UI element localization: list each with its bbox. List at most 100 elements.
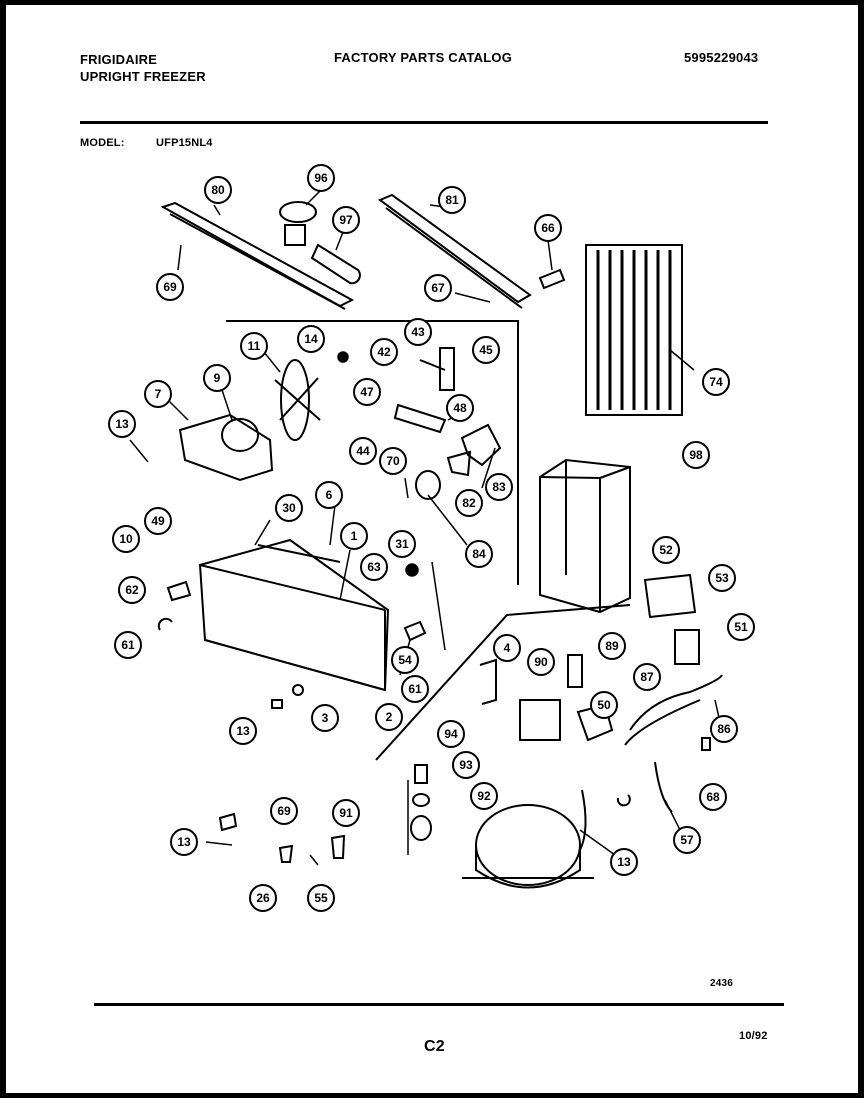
bracket-and-fan-shroud <box>393 347 502 500</box>
svg-text:47: 47 <box>360 385 374 399</box>
callout-50: 2 <box>375 703 403 731</box>
callout-66: 66 <box>534 214 562 242</box>
svg-text:74: 74 <box>709 375 723 389</box>
svg-text:50: 50 <box>597 698 611 712</box>
svg-text:67: 67 <box>431 281 445 295</box>
svg-text:86: 86 <box>717 722 731 736</box>
brand-name: FRIGIDAIRE <box>80 52 158 67</box>
svg-text:42: 42 <box>377 345 391 359</box>
svg-text:66: 66 <box>541 221 555 235</box>
callout-69-top: 69 <box>156 273 184 301</box>
control-box <box>643 573 700 665</box>
svg-text:62: 62 <box>125 583 139 597</box>
svg-text:97: 97 <box>339 213 353 227</box>
svg-text:98: 98 <box>689 448 703 462</box>
model-label: MODEL: <box>80 137 125 149</box>
callout-58: 69 <box>270 797 298 825</box>
svg-text:70: 70 <box>386 454 400 468</box>
callout-53: 53 <box>708 564 736 592</box>
svg-text:80: 80 <box>211 183 225 197</box>
callout-81: 81 <box>438 186 466 214</box>
print-date: 10/92 <box>739 1030 768 1042</box>
svg-text:82: 82 <box>462 496 476 510</box>
svg-text:83: 83 <box>492 480 506 494</box>
callout-94: 86 <box>710 715 738 743</box>
svg-text:89: 89 <box>605 639 619 653</box>
svg-text:68: 68 <box>706 790 720 804</box>
callout-1: 1 <box>340 522 368 550</box>
svg-text:45: 45 <box>479 343 493 357</box>
callout-63: 63 <box>360 553 388 581</box>
svg-text:44: 44 <box>356 444 370 458</box>
svg-text:13: 13 <box>617 855 631 869</box>
svg-text:51: 51 <box>734 620 748 634</box>
callout-97: 97 <box>332 206 360 234</box>
svg-text:61: 61 <box>408 682 422 696</box>
header-rule <box>80 121 768 124</box>
callout-93: 94 <box>437 720 465 748</box>
svg-text:55: 55 <box>314 891 328 905</box>
catalog-title: FACTORY PARTS CATALOG <box>334 50 513 65</box>
svg-text:2: 2 <box>386 710 393 724</box>
svg-text:14: 14 <box>304 332 318 346</box>
svg-text:53: 53 <box>715 571 729 585</box>
callout-83: 83 <box>485 473 513 501</box>
callout-96: 96 <box>307 164 335 192</box>
fan-assembly <box>129 351 349 482</box>
callout-80: 80 <box>204 176 232 204</box>
callout-55: 26 <box>249 884 277 912</box>
callout-7: 7 <box>144 380 172 408</box>
callout-13-b: 87 <box>633 663 661 691</box>
callout-87: 90 <box>527 648 555 676</box>
callout-31: 31 <box>388 530 416 558</box>
svg-text:92: 92 <box>477 789 491 803</box>
svg-text:57: 57 <box>680 833 694 847</box>
callout-84: 84 <box>465 540 493 568</box>
callout-90: 89 <box>598 632 626 660</box>
svg-text:54: 54 <box>398 653 412 667</box>
condenser-unit <box>157 538 446 709</box>
svg-text:10: 10 <box>119 532 133 546</box>
callout-45: 45 <box>472 336 500 364</box>
callout-44: 44 <box>349 437 377 465</box>
callout-91: 92 <box>470 782 498 810</box>
callout-82: 82 <box>455 489 483 517</box>
svg-text:94: 94 <box>444 727 458 741</box>
footer-rule <box>94 1003 784 1006</box>
callout-2: 3 <box>311 704 339 732</box>
svg-text:43: 43 <box>411 325 425 339</box>
svg-text:69: 69 <box>277 804 291 818</box>
svg-text:13: 13 <box>177 835 191 849</box>
catalog-sheet: FRIGIDAIRE UPRIGHT FREEZER FACTORY PARTS… <box>6 5 858 1093</box>
svg-text:96: 96 <box>314 171 328 185</box>
callout-6: 6 <box>315 481 343 509</box>
callout-52: 52 <box>652 536 680 564</box>
callout-51: 61 <box>114 631 142 659</box>
svg-text:4: 4 <box>504 641 511 655</box>
svg-text:61: 61 <box>121 638 135 652</box>
svg-text:6: 6 <box>326 488 333 502</box>
svg-text:91: 91 <box>339 806 353 820</box>
callout-30: 30 <box>275 494 303 522</box>
svg-text:1: 1 <box>351 529 358 543</box>
callout-14: 14 <box>297 325 325 353</box>
callout-67: 67 <box>424 274 452 302</box>
callout-4: 61 <box>401 675 429 703</box>
callout-69-bottom: 68 <box>699 783 727 811</box>
compressor <box>407 764 594 889</box>
callout-3: 13 <box>229 717 257 745</box>
svg-text:31: 31 <box>395 537 409 551</box>
callout-47: 47 <box>353 378 381 406</box>
callout-57: 91 <box>332 799 360 827</box>
callout-98: 98 <box>682 441 710 469</box>
product-name: UPRIGHT FREEZER <box>80 69 206 84</box>
svg-text:9: 9 <box>214 371 221 385</box>
svg-text:26: 26 <box>256 891 270 905</box>
callout-86: 50 <box>590 691 618 719</box>
svg-text:52: 52 <box>659 543 673 557</box>
callout-11: 11 <box>240 332 268 360</box>
svg-text:13: 13 <box>236 724 250 738</box>
model-value: UFP15NL4 <box>156 137 213 149</box>
